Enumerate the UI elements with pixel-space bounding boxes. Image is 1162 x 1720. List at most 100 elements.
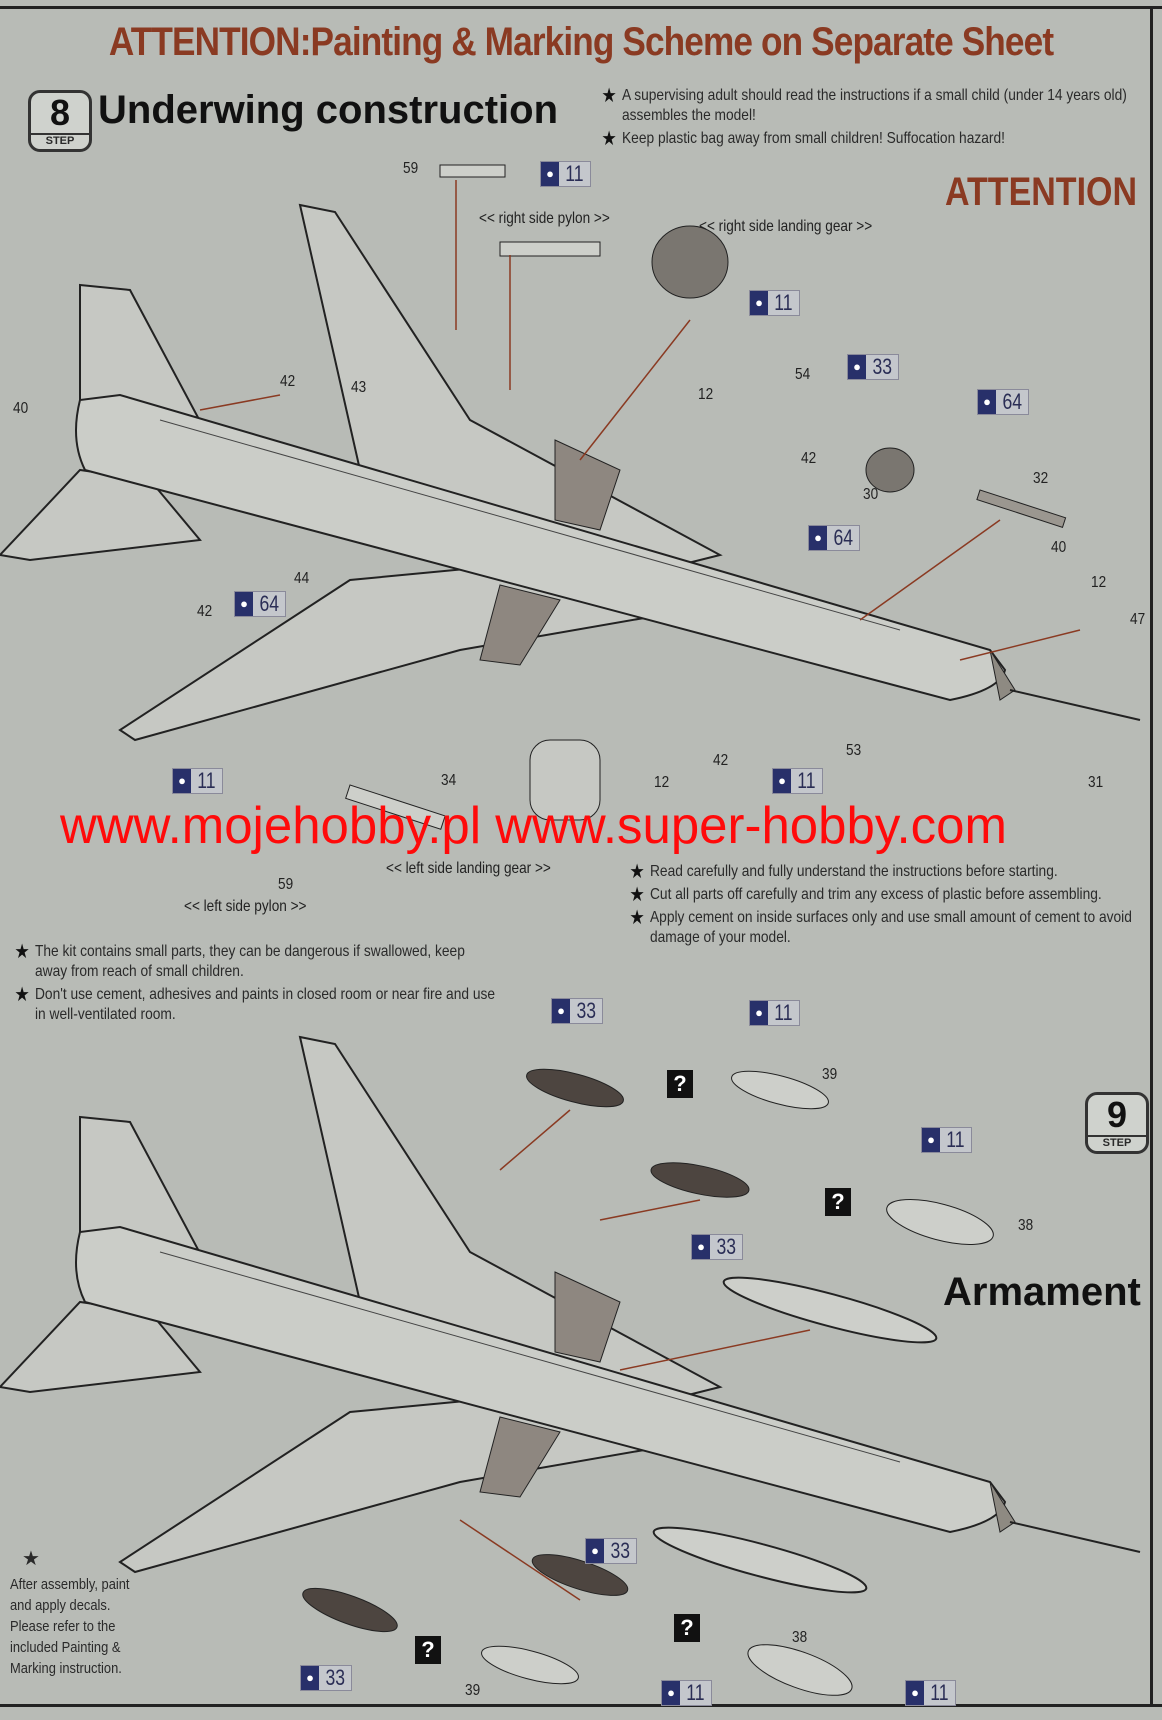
top-border — [0, 6, 1162, 9]
part-number: 12 — [1091, 574, 1107, 591]
paint-badge: ●64 — [234, 591, 287, 617]
headline: ATTENTION:Painting & Marking Scheme on S… — [108, 20, 1054, 64]
bottom-border — [0, 1704, 1162, 1707]
paint-number: 11 — [774, 290, 793, 315]
part-number: 40 — [13, 400, 29, 417]
part-number: 40 — [1051, 539, 1067, 556]
paint-number: 33 — [325, 1665, 346, 1690]
paint-number: 64 — [259, 591, 280, 616]
right-border — [1150, 6, 1153, 1706]
warning-text: Keep plastic bag away from small childre… — [622, 130, 1005, 147]
paint-badge: ●11 — [749, 290, 800, 316]
warning-item: ★Don't use cement, adhesives and paints … — [14, 985, 499, 1025]
part-number: 53 — [846, 742, 862, 759]
step-number: 8 — [49, 92, 71, 133]
star-icon: ★ — [22, 1548, 40, 1570]
part-number: 42 — [280, 373, 296, 390]
paint-drop-icon: ● — [173, 769, 191, 793]
step-number: 9 — [1106, 1094, 1128, 1135]
paint-number: 11 — [797, 768, 816, 793]
paint-badge: ●33 — [691, 1234, 744, 1260]
final-note: After assembly, paint and apply decals. … — [10, 1576, 130, 1677]
part-number: 12 — [654, 774, 670, 791]
paint-number: 64 — [833, 525, 854, 550]
part-number: 42 — [713, 752, 729, 769]
warning-item: ★ Keep plastic bag away from small childr… — [601, 129, 1155, 149]
warning-text: A supervising adult should read the inst… — [622, 87, 1127, 124]
right-gear-label: << right side landing gear >> — [699, 218, 873, 235]
part-number: 54 — [795, 366, 811, 383]
paint-drop-icon: ● — [978, 390, 996, 414]
part-number: 39 — [822, 1066, 838, 1083]
paint-badge: ●33 — [551, 998, 604, 1024]
unknown-part-icon: ? — [674, 1614, 700, 1642]
unknown-part-icon: ? — [667, 1070, 693, 1098]
star-icon: ★ — [601, 128, 617, 150]
paint-badge: ●11 — [749, 1000, 800, 1026]
right-landing-gear-wheel — [651, 225, 729, 299]
part-number: 42 — [197, 603, 213, 620]
paint-number: 33 — [610, 1538, 631, 1563]
part-number: 39 — [465, 1682, 481, 1699]
unknown-part-icon: ? — [825, 1188, 851, 1216]
paint-badge: ●11 — [921, 1127, 972, 1153]
paint-badge: ●11 — [540, 161, 591, 187]
part-number: 32 — [1033, 470, 1049, 487]
warning-item: ★Apply cement on inside surfaces only an… — [629, 908, 1149, 948]
paint-drop-icon: ● — [809, 526, 827, 550]
star-icon: ★ — [14, 941, 30, 963]
part-number: 43 — [351, 379, 367, 396]
paint-number: 11 — [686, 1680, 705, 1705]
paint-number: 33 — [872, 354, 893, 379]
warning-item: ★A supervising adult should read the ins… — [601, 86, 1155, 126]
star-icon: ★ — [601, 85, 617, 107]
part-number: 59 — [403, 160, 419, 177]
star-icon: ★ — [14, 984, 30, 1006]
paint-number: 33 — [576, 998, 597, 1023]
top-warnings: ★A supervising adult should read the ins… — [601, 86, 1155, 152]
step-label: STEP — [1088, 1135, 1146, 1150]
paint-number: 11 — [946, 1127, 965, 1152]
paint-badge: ●11 — [772, 768, 823, 794]
left-warnings: ★The kit contains small parts, they can … — [14, 942, 499, 1028]
part-number: 44 — [294, 570, 310, 587]
part-32 — [976, 489, 1067, 528]
pylon-right — [499, 241, 601, 257]
right-warnings: ★Read carefully and fully understand the… — [629, 862, 1149, 951]
paint-drop-icon: ● — [662, 1681, 680, 1705]
unknown-part-icon: ? — [415, 1636, 441, 1664]
part-number: 38 — [792, 1629, 808, 1646]
part-number: 38 — [1018, 1217, 1034, 1234]
pylon-left — [345, 784, 446, 830]
warning-text: Cut all parts off carefully and trim any… — [650, 886, 1102, 903]
paint-badge: ●33 — [847, 354, 900, 380]
step-8-title: Underwing construction — [98, 88, 558, 132]
paint-badge: ●33 — [300, 1665, 353, 1691]
paint-drop-icon: ● — [773, 769, 791, 793]
paint-number: 11 — [930, 1680, 949, 1705]
paint-drop-icon: ● — [922, 1128, 940, 1152]
part-number: 59 — [278, 876, 294, 893]
paint-badge: ●33 — [585, 1538, 638, 1564]
paint-number: 11 — [197, 768, 216, 793]
paint-drop-icon: ● — [750, 1001, 768, 1025]
star-icon: ★ — [629, 907, 645, 929]
paint-number: 64 — [1002, 389, 1023, 414]
paint-badge: ●11 — [661, 1680, 712, 1706]
star-icon: ★ — [629, 861, 645, 883]
paint-drop-icon: ● — [586, 1539, 604, 1563]
paint-badge: ●64 — [808, 525, 861, 551]
step-9-title: Armament — [943, 1270, 1141, 1314]
paint-drop-icon: ● — [541, 162, 559, 186]
paint-drop-icon: ● — [301, 1666, 319, 1690]
paint-number: 11 — [774, 1000, 793, 1025]
step-8-badge: 8 STEP — [28, 90, 92, 152]
paint-drop-icon: ● — [906, 1681, 924, 1705]
part-number: 31 — [1088, 774, 1104, 791]
paint-number: 33 — [716, 1234, 737, 1259]
nose-gear-wheel — [865, 447, 915, 493]
part-number: 47 — [1130, 611, 1146, 628]
warning-text: The kit contains small parts, they can b… — [35, 943, 465, 980]
pylon-59 — [439, 164, 506, 178]
